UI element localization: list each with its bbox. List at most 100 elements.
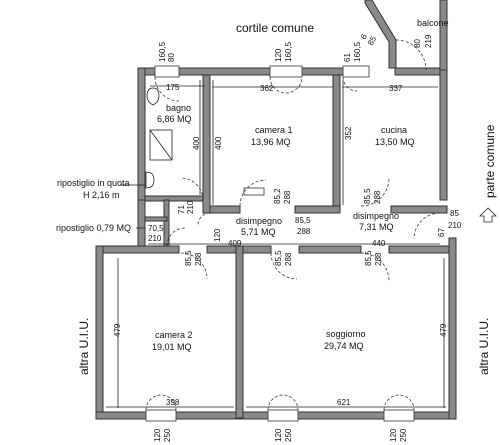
- dim-balc-d1: 85: [366, 34, 379, 47]
- attic-closet-label: ripostiglio in quota: [57, 178, 130, 188]
- dim-balc-d2: 6: [359, 32, 369, 41]
- wall-c1-k: [332, 74, 341, 214]
- door-closet-swing: [166, 227, 186, 247]
- dim-balc-door-w: 80: [413, 39, 422, 48]
- dim-c2-door-h: 288: [194, 252, 203, 266]
- window-camera2: [145, 409, 177, 422]
- dim-closet-h: 210: [148, 234, 162, 243]
- window-cucina: [342, 65, 370, 78]
- door-c2-swing: [180, 252, 208, 280]
- fixtures: [145, 87, 497, 223]
- dim-k-door-h: 288: [373, 190, 382, 204]
- labels: cortile comune balcone parte comune altr…: [56, 18, 497, 375]
- dim-k-door-w: 85,5: [363, 188, 372, 204]
- wall-left-lower: [95, 245, 104, 419]
- dim-c1-door-w: 85,2: [273, 188, 282, 204]
- dim-s-door1-h: 288: [284, 252, 293, 266]
- dim-d1-door-h: 288: [297, 227, 311, 236]
- dim-bagno-width: 175: [166, 83, 180, 92]
- dim-s-door2-w: 85,5: [364, 250, 373, 266]
- window-soggiorno-1: [267, 409, 299, 422]
- wall-c2-s: [235, 245, 244, 419]
- dim-s-height: 479: [439, 323, 448, 337]
- dim-k-height: 352: [344, 126, 353, 140]
- dim-c2-width: 398: [166, 398, 180, 407]
- balcony-label: balcone: [417, 18, 449, 28]
- dim-c2-height: 479: [113, 323, 122, 337]
- dim-bw1-h: 250: [163, 428, 172, 442]
- room-bagno-name: bagno: [166, 103, 191, 113]
- dim-bagno-height: 400: [192, 136, 201, 150]
- shower-diag: [149, 129, 173, 161]
- door-s2-swing: [360, 252, 390, 282]
- dim-k-win-h: 160,5: [353, 41, 362, 62]
- wall-k-bottom: [390, 205, 448, 214]
- door-balcony-swing: [395, 39, 427, 71]
- dim-hall-len: 409: [228, 239, 242, 248]
- closet-label: ripostiglio 0,79 MQ: [56, 223, 131, 233]
- wall-left-upper: [137, 199, 146, 253]
- room-camera1-area: 13,96 MQ: [251, 137, 291, 147]
- shower-icon: [149, 129, 173, 161]
- room-disimpegno2-name: disimpegno: [353, 211, 399, 221]
- door-bagno-swing: [180, 177, 204, 201]
- door-s-window1-swing: [267, 394, 299, 411]
- wc-icon: [146, 87, 160, 106]
- dim-hall2-len: 440: [372, 239, 386, 248]
- wall-c1-bottom: [209, 205, 241, 214]
- dim-c1-win-w: 120: [274, 48, 283, 62]
- dim-top-bagno-w: 160,5: [158, 41, 167, 62]
- dim-c1-height: 400: [214, 136, 223, 150]
- courtyard-label: cortile comune: [236, 21, 314, 35]
- door-c1-window-swing: [269, 76, 303, 94]
- dim-hall-w: 120: [213, 228, 222, 242]
- dim-bw2-w: 120: [274, 428, 283, 442]
- other-unit-left-label: altra U.I.U.: [77, 318, 91, 375]
- dim-bw3-w: 120: [389, 428, 398, 442]
- dim-closet-h2: 210: [186, 200, 195, 214]
- window-camera1: [269, 65, 303, 78]
- wall-right-lower: [448, 237, 457, 420]
- room-camera2-name: camera 2: [155, 330, 193, 340]
- wall-right-upper: [439, 67, 448, 201]
- dim-c2-door-w: 85,5: [184, 250, 193, 266]
- window-soggiorno-2: [383, 409, 415, 422]
- dimension-lines: [106, 80, 446, 408]
- door-hall-swing: [197, 212, 211, 226]
- wall-c1-bottom-r: [294, 205, 341, 214]
- wall-balcony-right: [439, 0, 448, 71]
- doors: [145, 39, 441, 411]
- room-soggiorno-name: soggiorno: [326, 329, 366, 339]
- door-s1-swing: [270, 252, 298, 280]
- dim-d1-door-w: 85,5: [295, 216, 311, 225]
- wall-c2-top: [102, 245, 180, 254]
- wall-bagno-c1: [202, 74, 211, 214]
- room-camera1-name: camera 1: [255, 125, 293, 135]
- dim-attic-w: 71: [177, 205, 186, 214]
- dim-bw2-h: 250: [284, 428, 293, 442]
- wall-s-top: [298, 245, 362, 254]
- other-unit-right-label: altra U.I.U.: [477, 318, 491, 375]
- dim-s-width: 621: [337, 398, 351, 407]
- window-c1-inner: [243, 187, 265, 196]
- door-k-swing: [360, 177, 390, 207]
- wall-balcony: [364, 0, 397, 69]
- dim-balc-door-h: 219: [424, 34, 433, 48]
- dimension-numbers: 160,5 80 175 120 160,5 362 61 160,5 337 …: [113, 32, 462, 442]
- door-c2-window-swing: [145, 394, 177, 411]
- attic-height-label: H 2,16 m: [83, 190, 120, 200]
- room-camera2-area: 19,01 MQ: [152, 342, 192, 352]
- window-bagno: [154, 65, 180, 78]
- dim-s-door2-h: 288: [374, 252, 383, 266]
- dim-c1-win-h: 160,5: [284, 41, 293, 62]
- sink-icon: [145, 171, 155, 189]
- dim-entry-h: 210: [448, 221, 462, 230]
- room-disimpegno1-name: disimpegno: [236, 216, 282, 226]
- dim-c1-width: 362: [260, 84, 274, 93]
- common-area-label: parte comune: [483, 124, 497, 198]
- wall-bagno-bottom: [144, 195, 204, 202]
- entry-arrow-icon: [479, 207, 497, 223]
- wall-s-top-r: [388, 245, 450, 254]
- dim-s-door1-w: 85,5: [274, 250, 283, 266]
